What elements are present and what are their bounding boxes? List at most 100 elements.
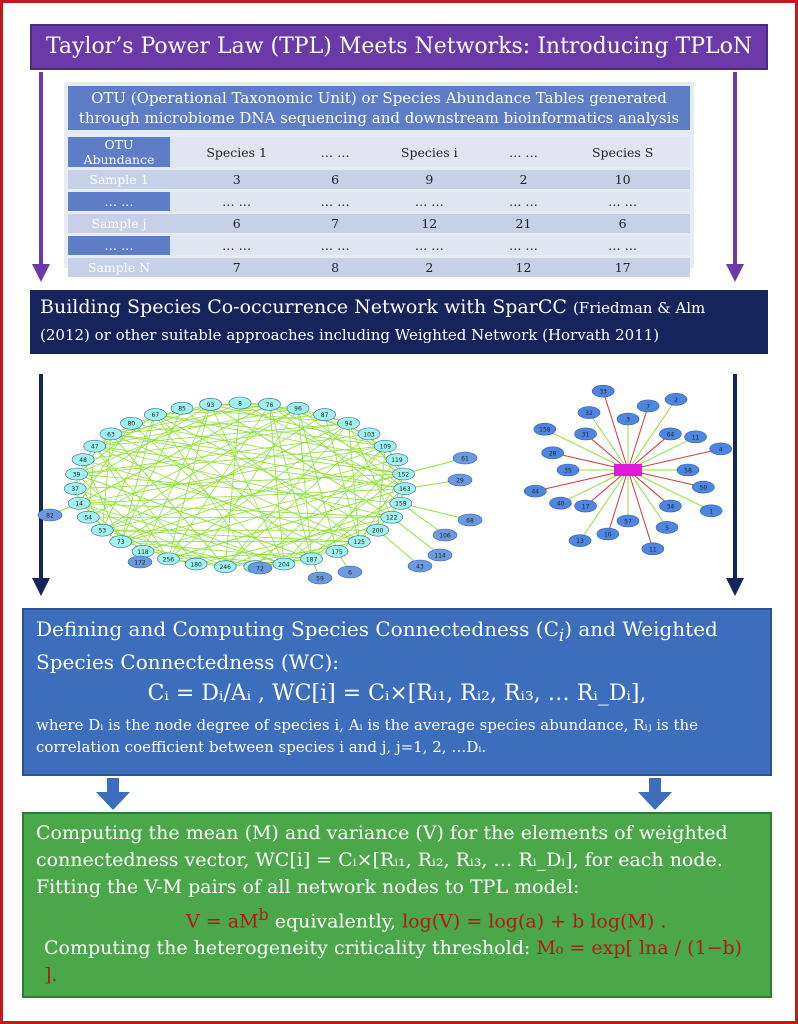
network-node <box>83 439 107 453</box>
network-node-label: 17 <box>582 504 590 511</box>
network-edge <box>76 433 370 475</box>
network-building-panel: Building Species Co-occurrence Network w… <box>30 290 768 354</box>
network-node <box>577 406 601 419</box>
network-node-label: 31 <box>582 431 590 438</box>
network-node-label: 5 <box>665 525 669 532</box>
network-edge <box>297 408 312 559</box>
network-node <box>184 557 208 571</box>
network-edge <box>627 469 671 507</box>
network-node-label: 32 <box>585 410 593 417</box>
table-cell: 12 <box>491 258 556 277</box>
network-node <box>247 561 273 575</box>
network-node <box>676 463 700 477</box>
network-edge <box>210 403 386 447</box>
network-node-label: 44 <box>531 489 539 496</box>
table-cell: 6 <box>555 214 690 233</box>
network-edge <box>391 473 404 518</box>
network-node-label: 11 <box>649 546 657 553</box>
network-edge <box>377 529 421 567</box>
table-cell: … … <box>170 192 304 211</box>
network-edge <box>78 502 226 568</box>
row-label: Sample N <box>68 258 170 277</box>
table-cell: … … <box>555 192 690 211</box>
network-node-label: 85 <box>178 406 186 413</box>
table-cell: … … <box>303 236 367 255</box>
network-node-label: 7 <box>646 403 650 410</box>
network-edge <box>101 414 156 531</box>
network-node <box>272 557 296 571</box>
network-edge <box>210 403 392 518</box>
network-node <box>300 552 323 566</box>
network-node <box>63 482 87 495</box>
network-node-label: 63 <box>107 431 115 438</box>
network-node <box>144 408 167 421</box>
network-node-label: 1 <box>709 508 713 515</box>
network-edge <box>83 422 349 461</box>
network-edge <box>155 414 256 567</box>
network-edge <box>168 488 405 560</box>
fit-line-1: Computing the mean (M) and variance (V) … <box>36 822 728 844</box>
network-node-label: 13 <box>576 538 584 545</box>
network-node-label: 103 <box>363 431 375 438</box>
network-node <box>67 496 91 510</box>
network-node <box>659 499 682 513</box>
network-edge <box>102 529 255 568</box>
network-edge <box>627 469 654 549</box>
network-node <box>286 401 310 415</box>
network-node-label: 200 <box>372 528 384 535</box>
network-node-label: 172 <box>134 560 146 567</box>
network-edge <box>102 422 349 531</box>
network-node <box>199 398 222 411</box>
otu-header-cell: Species S <box>555 137 690 167</box>
network-edge <box>76 473 312 560</box>
network-edge <box>155 414 386 447</box>
network-edge <box>377 446 386 531</box>
network-node <box>655 521 679 534</box>
table-cell: … … <box>366 236 492 255</box>
table-cell: … … <box>366 192 492 211</box>
network-edge <box>544 428 629 471</box>
network-node-label: 87 <box>321 412 329 419</box>
table-cell: 12 <box>366 214 492 233</box>
network-node <box>452 451 478 465</box>
network-edge <box>79 502 392 518</box>
network-node-label: 96 <box>294 406 302 413</box>
network-node-label: 47 <box>91 444 99 451</box>
network-node-label: 35 <box>564 468 572 475</box>
network-node <box>258 398 281 411</box>
network-node <box>213 560 237 573</box>
connectedness-heading: Defining and Computing Species Connected… <box>36 617 718 674</box>
network-edge <box>535 469 629 492</box>
table-cell: 7 <box>170 258 304 277</box>
network-node <box>170 401 194 415</box>
table-row: Sample j 6 7 12 21 6 <box>68 214 690 233</box>
network-node-label: 122 <box>386 515 398 522</box>
network-node-label: 2 <box>674 397 678 404</box>
down-arrow-left-2 <box>32 374 50 596</box>
network-node-label: 246 <box>219 564 231 571</box>
network-edge <box>94 445 169 560</box>
network-edge <box>94 445 392 518</box>
network-node <box>533 422 557 436</box>
network-edge <box>297 408 338 552</box>
network-node <box>380 510 404 524</box>
network-node-label: 54 <box>84 515 92 522</box>
network-node-label: 53 <box>98 528 106 535</box>
table-cell: 6 <box>170 214 304 233</box>
network-node-label: 159 <box>395 501 407 508</box>
table-row: … … … … … … … … … … … … <box>68 192 690 211</box>
otu-table-caption: OTU (Operational Taxonomic Unit) or Spec… <box>68 86 690 130</box>
connectedness-formula: Cᵢ = Dᵢ/Aᵢ , WC[i] = Cᵢ×[Rᵢ₁, Rᵢ₂, Rᵢ₃, … <box>147 681 647 706</box>
network-node <box>664 393 688 406</box>
network-node-label: 118 <box>137 549 149 556</box>
network-node <box>347 535 371 548</box>
table-cell: 10 <box>555 170 690 189</box>
network-node <box>568 534 592 547</box>
network-edge <box>627 469 712 512</box>
network-node <box>120 416 143 430</box>
network-edge <box>602 391 629 471</box>
down-arrow-right-2 <box>726 374 744 596</box>
network-edge <box>110 433 404 475</box>
network-edge <box>210 404 285 565</box>
network-node <box>109 535 133 548</box>
